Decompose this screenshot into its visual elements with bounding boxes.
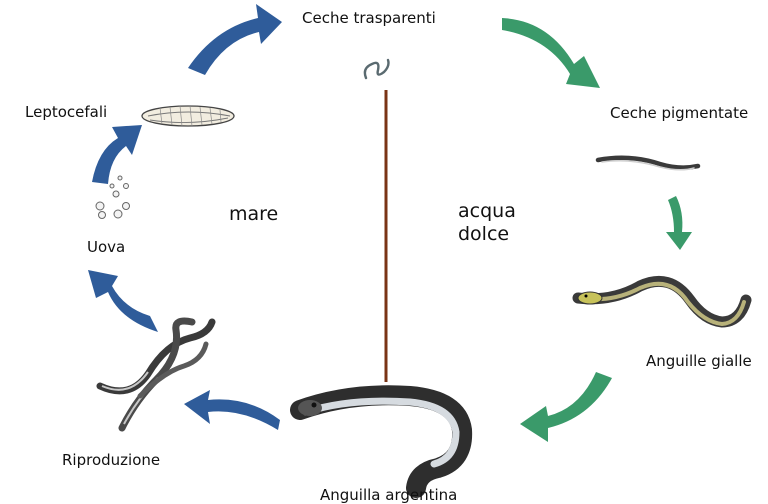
- label-ceche-pigmentate: Ceche pigmentate: [610, 104, 749, 122]
- zone-label-freshwater-line1: acqua: [458, 200, 516, 222]
- arrow-gialle-to-argentina: [520, 372, 612, 442]
- pigmented-elver-illustration: [595, 155, 701, 170]
- arrow-ceche-to-pigmentate: [502, 18, 600, 88]
- label-anguille-gialle: Anguille gialle: [646, 352, 752, 370]
- spawning-eels-illustration: [96, 317, 216, 432]
- arrow-uova-to-leptocefali: [92, 125, 142, 184]
- label-leptocefali: Leptocefali: [25, 103, 108, 121]
- leptocephalus-illustration: [141, 105, 235, 127]
- glass-eel-illustration: [363, 58, 390, 80]
- zone-label-freshwater-line2: dolce: [458, 223, 510, 245]
- label-riproduzione: Riproduzione: [62, 451, 161, 469]
- label-anguilla-argentina: Anguilla argentina: [320, 486, 458, 504]
- zone-label-sea: mare: [229, 203, 279, 225]
- arrow-pigmentate-to-gialle: [666, 196, 692, 250]
- label-ceche-trasparenti: Ceche trasparenti: [302, 9, 436, 27]
- arrow-argentina-to-riproduzione: [184, 390, 280, 430]
- arrow-riproduzione-to-uova: [88, 270, 158, 332]
- silver-eel-illustration: [290, 385, 473, 498]
- eggs-illustration: [95, 175, 130, 219]
- label-uova: Uova: [87, 238, 126, 256]
- zone-label-freshwater: acqua dolce: [458, 200, 516, 246]
- yellow-eel-illustration: [572, 275, 752, 328]
- arrow-leptocefali-to-ceche: [188, 4, 282, 75]
